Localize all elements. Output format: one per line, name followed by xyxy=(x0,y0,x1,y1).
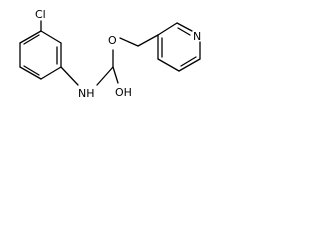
ether-oxygen-label: O xyxy=(108,34,117,47)
bond-c-oh xyxy=(112,66,119,84)
bond-ch2-ring xyxy=(137,34,159,47)
double-bond-inner-3 xyxy=(23,34,40,45)
chlorophenyl-ring xyxy=(19,30,62,80)
bond-c6-c1 xyxy=(19,30,42,44)
bond-p1-p2 xyxy=(157,22,178,36)
bond-o-ch2 xyxy=(119,37,139,47)
bond-p5-p6 xyxy=(157,58,180,72)
pyridine-ring xyxy=(157,22,201,72)
oh-label: OH xyxy=(115,86,132,99)
bond-c4-c5 xyxy=(19,66,42,80)
bond-ring-nh xyxy=(60,66,79,86)
pyridine-double-inner-2 xyxy=(180,56,197,67)
molecule-structure: Cl NH OH O N xyxy=(19,8,201,100)
bond-nh-c xyxy=(96,66,114,86)
bond-c3-c4 xyxy=(40,66,62,80)
pyridine-nitrogen-label: N xyxy=(193,30,201,43)
bond-p4-p5 xyxy=(178,58,201,72)
pyridine-double-inner-1 xyxy=(177,27,191,36)
double-bond-inner-2 xyxy=(23,65,40,76)
bond-p2-n xyxy=(176,22,193,32)
nh-label: NH xyxy=(78,87,95,100)
bond-c1-c2 xyxy=(40,30,62,44)
chlorine-label: Cl xyxy=(35,8,46,21)
